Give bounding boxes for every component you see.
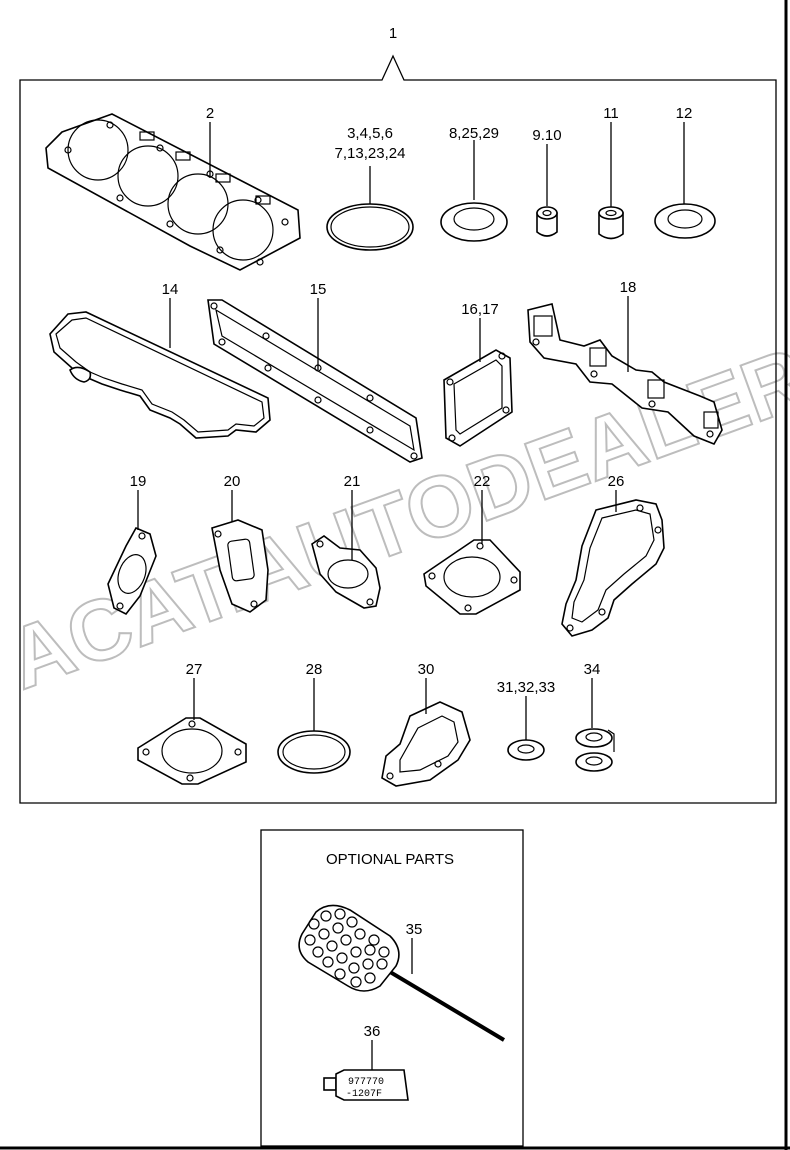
optional-title: OPTIONAL PARTS [326,851,454,868]
callout-19: 19 [130,473,147,490]
seal-ring [440,202,508,242]
washer [654,203,716,239]
callout-31: 31,32,33 [497,679,555,696]
callout-16: 16,17 [461,301,499,318]
rocker-cover-gasket [49,311,271,439]
sealant-tube [323,1069,409,1101]
callout-7: 7,13,23,24 [335,145,406,162]
kit-frame [19,54,777,804]
o-ring-28 [277,730,351,774]
tube-code: 977770 [348,1077,384,1088]
intake-manifold-gasket [207,299,423,463]
gasket-30 [381,701,471,787]
bush [598,206,624,240]
callout-9: 9.10 [532,127,561,144]
optional-frame [260,829,524,1147]
o-ring [326,203,414,251]
callout-12: 12 [676,105,693,122]
cover-gasket [443,349,513,447]
gasket-22 [423,539,521,615]
callout-21: 21 [344,473,361,490]
seal-34 [575,728,615,772]
callout-35: 35 [406,921,423,938]
callout-36: 36 [364,1023,381,1040]
callout-3: 3,4,5,6 [347,125,393,142]
callout-26: 26 [608,473,625,490]
gasket-27 [137,717,247,785]
callout-30: 30 [418,661,435,678]
callout-28: 28 [306,661,323,678]
exhaust-manifold-gasket [527,303,723,446]
callout-34: 34 [584,661,601,678]
callout-18: 18 [620,279,637,296]
callout-8: 8,25,29 [449,125,499,142]
tube-code-suffix: -1207F [346,1089,382,1100]
callout-15: 15 [310,281,327,298]
head-gasket [45,113,301,271]
callout-11: 11 [603,105,619,122]
washer-31 [507,739,545,761]
callout-kit: 1 [389,25,397,42]
valve-stem-seal [536,206,558,237]
callout-27: 27 [186,661,203,678]
callout-14: 14 [162,281,179,298]
gasket-21 [311,535,381,609]
water-pump-gasket [561,499,665,637]
gasket-20 [211,519,269,613]
callout-2: 2 [206,105,214,122]
callout-20: 20 [224,473,241,490]
callout-22: 22 [474,473,491,490]
gasket-19 [107,526,157,616]
hone-brush [298,904,506,1042]
